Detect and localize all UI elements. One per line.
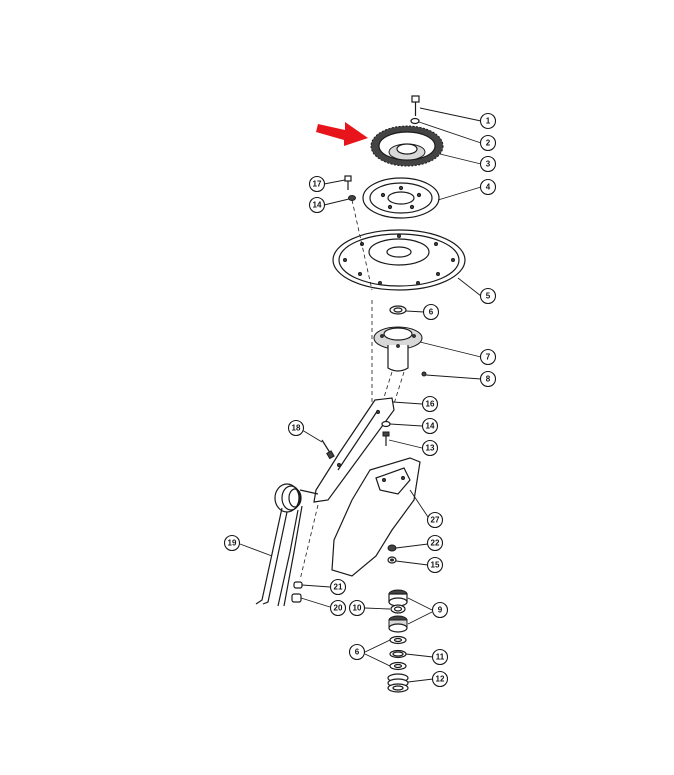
part-2-washer [410,117,420,125]
svg-text:12: 12 [436,675,445,684]
callout-8: 8 [479,370,497,388]
part-22-nut [387,544,397,552]
svg-text:27: 27 [431,516,440,525]
svg-text:21: 21 [334,583,343,592]
callout-21: 21 [329,578,347,596]
svg-text:19: 19 [228,539,237,548]
callout-5: 5 [479,287,497,305]
part-14-washer-upper [348,195,356,201]
part-13-bolt [382,431,390,446]
part-5-rotor-disc [332,229,466,291]
leader-lines [239,107,482,683]
callout-22: 22 [426,534,444,552]
svg-text:15: 15 [431,561,440,570]
svg-text:5: 5 [486,292,491,301]
callout-3: 3 [479,155,497,173]
svg-text:6: 6 [355,648,360,657]
part-6-washer-lower-2 [389,661,407,671]
part-12-spring [387,673,409,693]
part-15-bolt [387,556,397,564]
part-8-pin [421,371,427,377]
part-20-nut [291,593,302,603]
svg-text:4: 4 [486,183,491,192]
svg-text:20: 20 [334,604,343,613]
svg-text:13: 13 [426,444,435,453]
part-3-bevel-gear [370,125,444,167]
callout-17: 17 [308,175,326,193]
callout-6-upper: 6 [422,303,440,321]
svg-text:14: 14 [313,201,322,210]
svg-text:14: 14 [426,422,435,431]
callout-2: 2 [479,134,497,152]
svg-text:9: 9 [438,606,443,615]
callout-19: 19 [223,534,241,552]
part-19-spring-tine [255,483,319,607]
callout-20: 20 [329,599,347,617]
callout-9: 9 [431,601,449,619]
part-18-bolt [321,439,335,460]
callout-11: 11 [431,648,449,666]
callout-16: 16 [421,395,439,413]
part-14-washer-lower [381,420,391,428]
part-6-washer-upper [389,305,407,315]
part-1-bolt [411,95,420,116]
part-11-snap-ring [389,649,407,659]
callout-14-upper: 14 [308,196,326,214]
part-9-bearing-lower [388,615,408,633]
svg-text:8: 8 [486,375,491,384]
svg-text:1: 1 [486,117,491,126]
svg-text:6: 6 [429,308,434,317]
callout-4: 4 [479,178,497,196]
svg-text:3: 3 [486,160,491,169]
callout-18: 18 [287,419,305,437]
part-10-ring [390,604,406,614]
svg-text:16: 16 [426,400,435,409]
callout-6-lower: 6 [348,643,366,661]
svg-text:17: 17 [313,180,322,189]
svg-text:22: 22 [431,539,440,548]
svg-text:11: 11 [436,653,445,662]
part-4-hub-plate [362,177,440,219]
callout-7: 7 [479,348,497,366]
part-21-bushing [293,581,303,589]
callout-27: 27 [426,511,444,529]
svg-text:2: 2 [486,139,491,148]
callout-10: 10 [348,599,366,617]
red-pointer-arrow-icon [316,122,368,146]
callout-15: 15 [426,556,444,574]
callout-13: 13 [421,439,439,457]
callout-1: 1 [479,112,497,130]
part-17-bolt [344,175,352,190]
part-27-tine-guard [331,457,421,577]
callout-12: 12 [431,670,449,688]
svg-text:7: 7 [486,353,491,362]
part-7-hub-housing [373,326,423,372]
part-6-washer-lower-1 [389,635,407,645]
svg-text:18: 18 [292,424,301,433]
callout-14-lower: 14 [421,417,439,435]
part-16-tine-arm [313,397,395,503]
part-9-bearing-upper [388,589,408,607]
svg-text:10: 10 [353,604,362,613]
